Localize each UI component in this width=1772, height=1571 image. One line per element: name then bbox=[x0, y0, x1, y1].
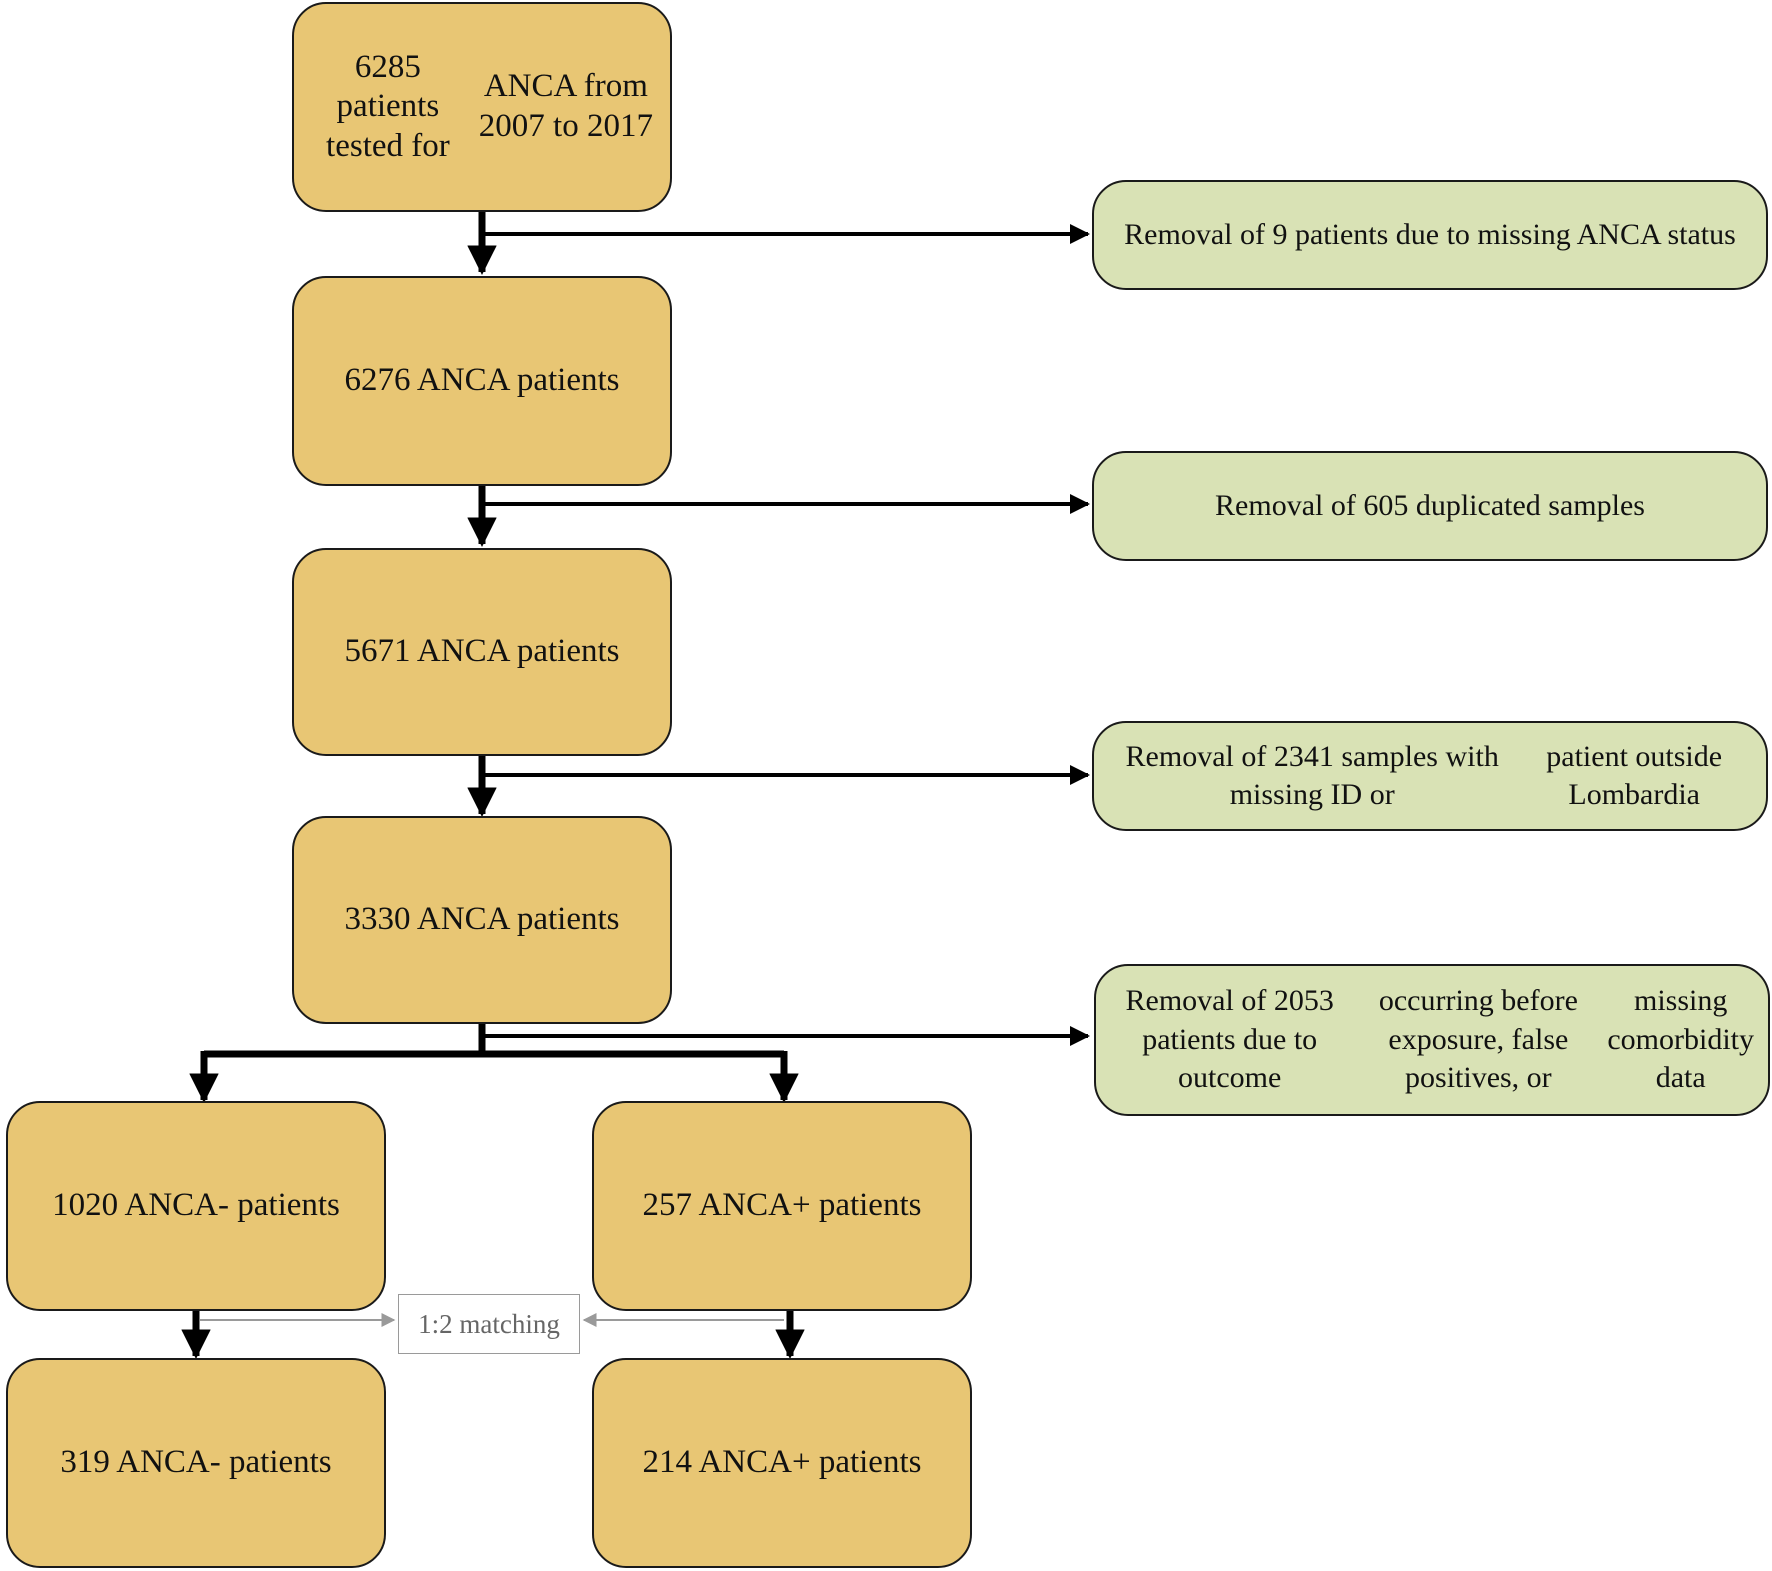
exclusion-missing-id: Removal of 2341 samples with missing ID … bbox=[1092, 721, 1768, 831]
exclusion-3-line-1: Removal of 2341 samples with missing ID … bbox=[1125, 739, 1499, 811]
node-319-anca-negative: 319 ANCA- patients bbox=[6, 1358, 386, 1568]
node-214-label: 214 ANCA+ patients bbox=[642, 1444, 922, 1481]
exclusion-3-line-2: patient outside Lombardia bbox=[1546, 739, 1723, 811]
exclusion-1-line-1: Removal of 9 patients due to missing ANC… bbox=[1124, 217, 1736, 251]
exclusion-missing-anca-status: Removal of 9 patients due to missing ANC… bbox=[1092, 180, 1768, 290]
exclusion-4-line-2: occurring before exposure, false positiv… bbox=[1378, 984, 1578, 1095]
exclusion-outcome-before-exposure: Removal of 2053 patients due to outcome … bbox=[1094, 964, 1770, 1116]
node-1020-anca-negative: 1020 ANCA- patients bbox=[6, 1101, 386, 1311]
node-319-label: 319 ANCA- patients bbox=[60, 1444, 332, 1481]
node-5671-patients: 5671 ANCA patients bbox=[292, 548, 672, 756]
node-6285-tested: 6285 patients tested for ANCA from 2007 … bbox=[292, 2, 672, 212]
node-1020-label: 1020 ANCA- patients bbox=[52, 1187, 340, 1224]
node-214-anca-positive: 214 ANCA+ patients bbox=[592, 1358, 972, 1568]
exclusion-4-line-3: missing comorbidity data bbox=[1607, 984, 1755, 1095]
node-257-label: 257 ANCA+ patients bbox=[642, 1187, 922, 1224]
node-6285-line-1: 6285 patients tested for bbox=[326, 48, 450, 164]
node-257-anca-positive: 257 ANCA+ patients bbox=[592, 1101, 972, 1311]
node-3330-patients: 3330 ANCA patients bbox=[292, 816, 672, 1024]
node-6276-label: 6276 ANCA patients bbox=[344, 362, 620, 399]
node-5671-label: 5671 ANCA patients bbox=[344, 633, 620, 670]
exclusion-4-line-1: Removal of 2053 patients due to outcome bbox=[1125, 984, 1334, 1095]
matching-label: 1:2 matching bbox=[398, 1294, 580, 1354]
exclusion-duplicated-samples: Removal of 605 duplicated samples bbox=[1092, 451, 1768, 561]
node-6285-line-2: ANCA from 2007 to 2017 bbox=[478, 68, 653, 144]
node-3330-label: 3330 ANCA patients bbox=[344, 901, 620, 938]
node-6276-patients: 6276 ANCA patients bbox=[292, 276, 672, 486]
exclusion-2-line-1: Removal of 605 duplicated samples bbox=[1215, 488, 1645, 522]
